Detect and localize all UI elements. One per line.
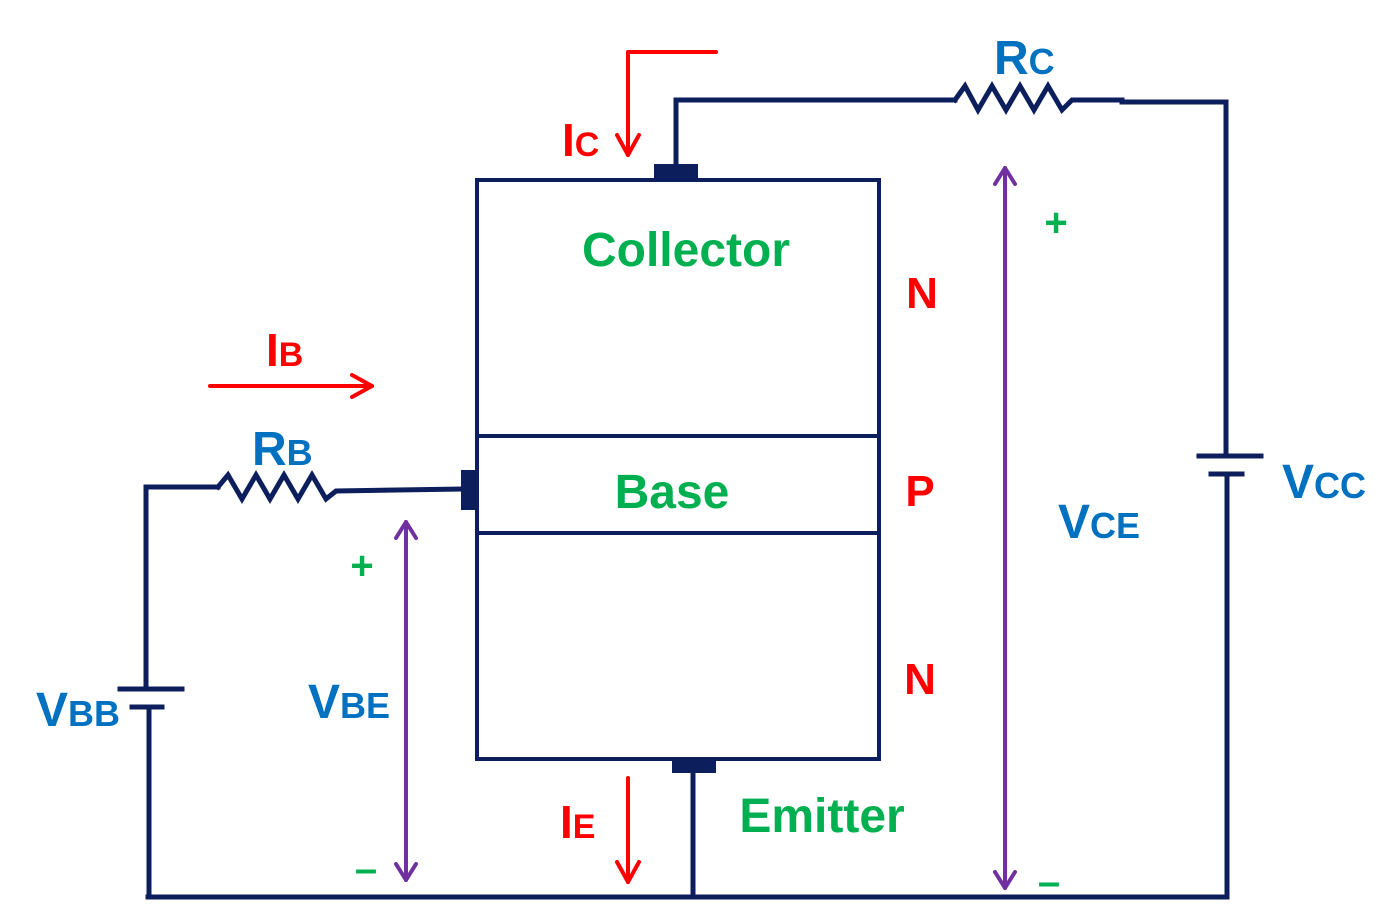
vbe-plus-sign: +	[350, 544, 373, 588]
transistor: Collector Base Emitter N P N	[461, 164, 938, 843]
ie-arrowhead-icon	[615, 860, 641, 884]
ib-arrowhead-icon	[350, 373, 374, 399]
collector-terminal	[654, 164, 698, 180]
base-doping-label: P	[905, 467, 934, 516]
collector-doping-label: N	[906, 269, 938, 318]
vce-minus-sign: –	[1038, 860, 1060, 904]
collector-wire	[673, 97, 958, 167]
vcc-label: VCC	[1282, 456, 1366, 509]
base-label: Base	[615, 466, 730, 519]
ic-arrowhead-icon	[615, 133, 641, 157]
rc-label: RC	[994, 32, 1055, 85]
rb-label: RB	[252, 423, 313, 476]
collector-label: Collector	[582, 224, 790, 277]
emitter-label: Emitter	[739, 790, 904, 843]
emitter-region	[475, 531, 881, 761]
vce-label: VCE	[1058, 496, 1140, 549]
emitter-doping-label: N	[904, 655, 936, 704]
voltage-arrows: + – + –	[350, 166, 1068, 904]
ie-label: IE	[560, 796, 595, 848]
vcc-wire-top	[1119, 99, 1229, 459]
ic-label: IC	[562, 114, 599, 166]
vbe-arrowhead-up-icon	[394, 520, 418, 540]
vbe-minus-sign: –	[355, 847, 377, 891]
ib-label: IB	[266, 324, 303, 376]
emitter-terminal	[672, 759, 716, 773]
vce-plus-sign: +	[1044, 201, 1067, 245]
current-arrows: IC IB IE	[208, 50, 718, 884]
vbb-wire-top	[143, 484, 221, 692]
ic-arrow-icon	[626, 50, 718, 157]
base-terminal	[461, 470, 477, 510]
rb-resistor-icon	[214, 470, 464, 504]
vce-arrowhead-down-icon	[993, 870, 1017, 890]
vcc-wire-bottom	[145, 471, 1230, 900]
vbe-arrowhead-down-icon	[394, 862, 418, 882]
vbb-label: VBB	[36, 684, 120, 737]
component-labels: RC RB VCC VBB VBE VCE	[36, 32, 1366, 737]
circuit-wires	[117, 81, 1264, 900]
collector-region	[475, 178, 881, 438]
rc-resistor-icon	[951, 81, 1125, 116]
vbe-label: VBE	[308, 676, 390, 729]
vce-arrowhead-up-icon	[993, 166, 1017, 186]
